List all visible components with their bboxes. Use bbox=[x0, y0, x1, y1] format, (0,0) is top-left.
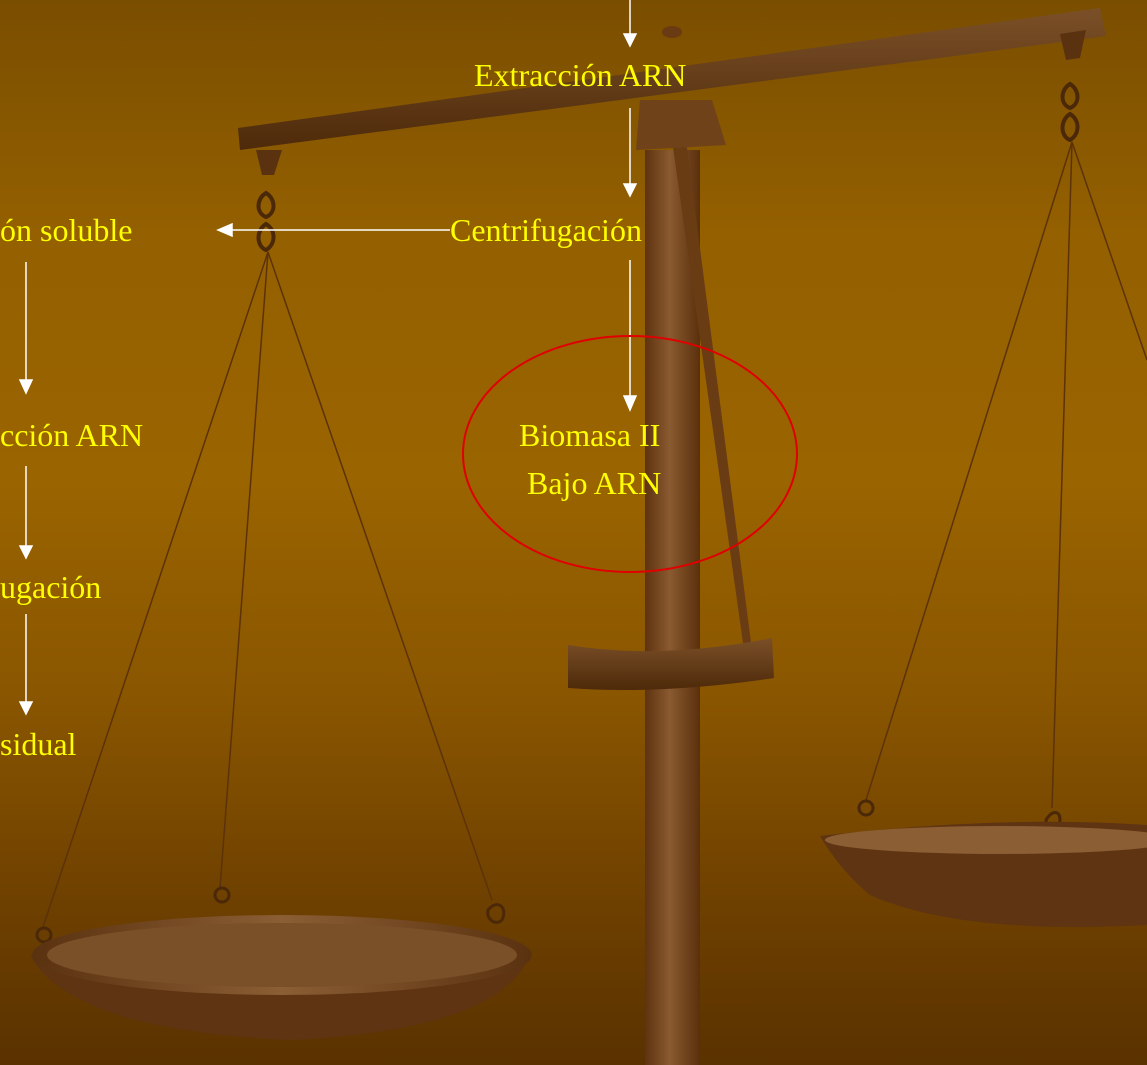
scale-pivot bbox=[636, 100, 726, 150]
node-extraccion-arn: Extracción ARN bbox=[474, 57, 687, 93]
node-bajo-arn: Bajo ARN bbox=[527, 465, 662, 501]
right-hanger bbox=[1060, 30, 1086, 60]
highlight-circle bbox=[462, 335, 798, 573]
node-centrifugacion-left: ugación bbox=[0, 569, 102, 605]
node-extraccion-arn-left: cción ARN bbox=[0, 417, 144, 453]
node-residual: sidual bbox=[0, 726, 77, 762]
flow-arrows bbox=[18, 0, 638, 716]
scale-crossbar bbox=[568, 638, 774, 691]
node-fraccion-soluble: ón soluble bbox=[0, 212, 133, 248]
node-biomasa-ii: Biomasa II bbox=[519, 417, 661, 453]
scale-pillar bbox=[645, 150, 700, 1065]
scale-pointer bbox=[672, 140, 752, 650]
scale-beam bbox=[238, 8, 1106, 150]
left-hanger bbox=[256, 150, 282, 175]
node-centrifugacion: Centrifugación bbox=[450, 212, 642, 248]
